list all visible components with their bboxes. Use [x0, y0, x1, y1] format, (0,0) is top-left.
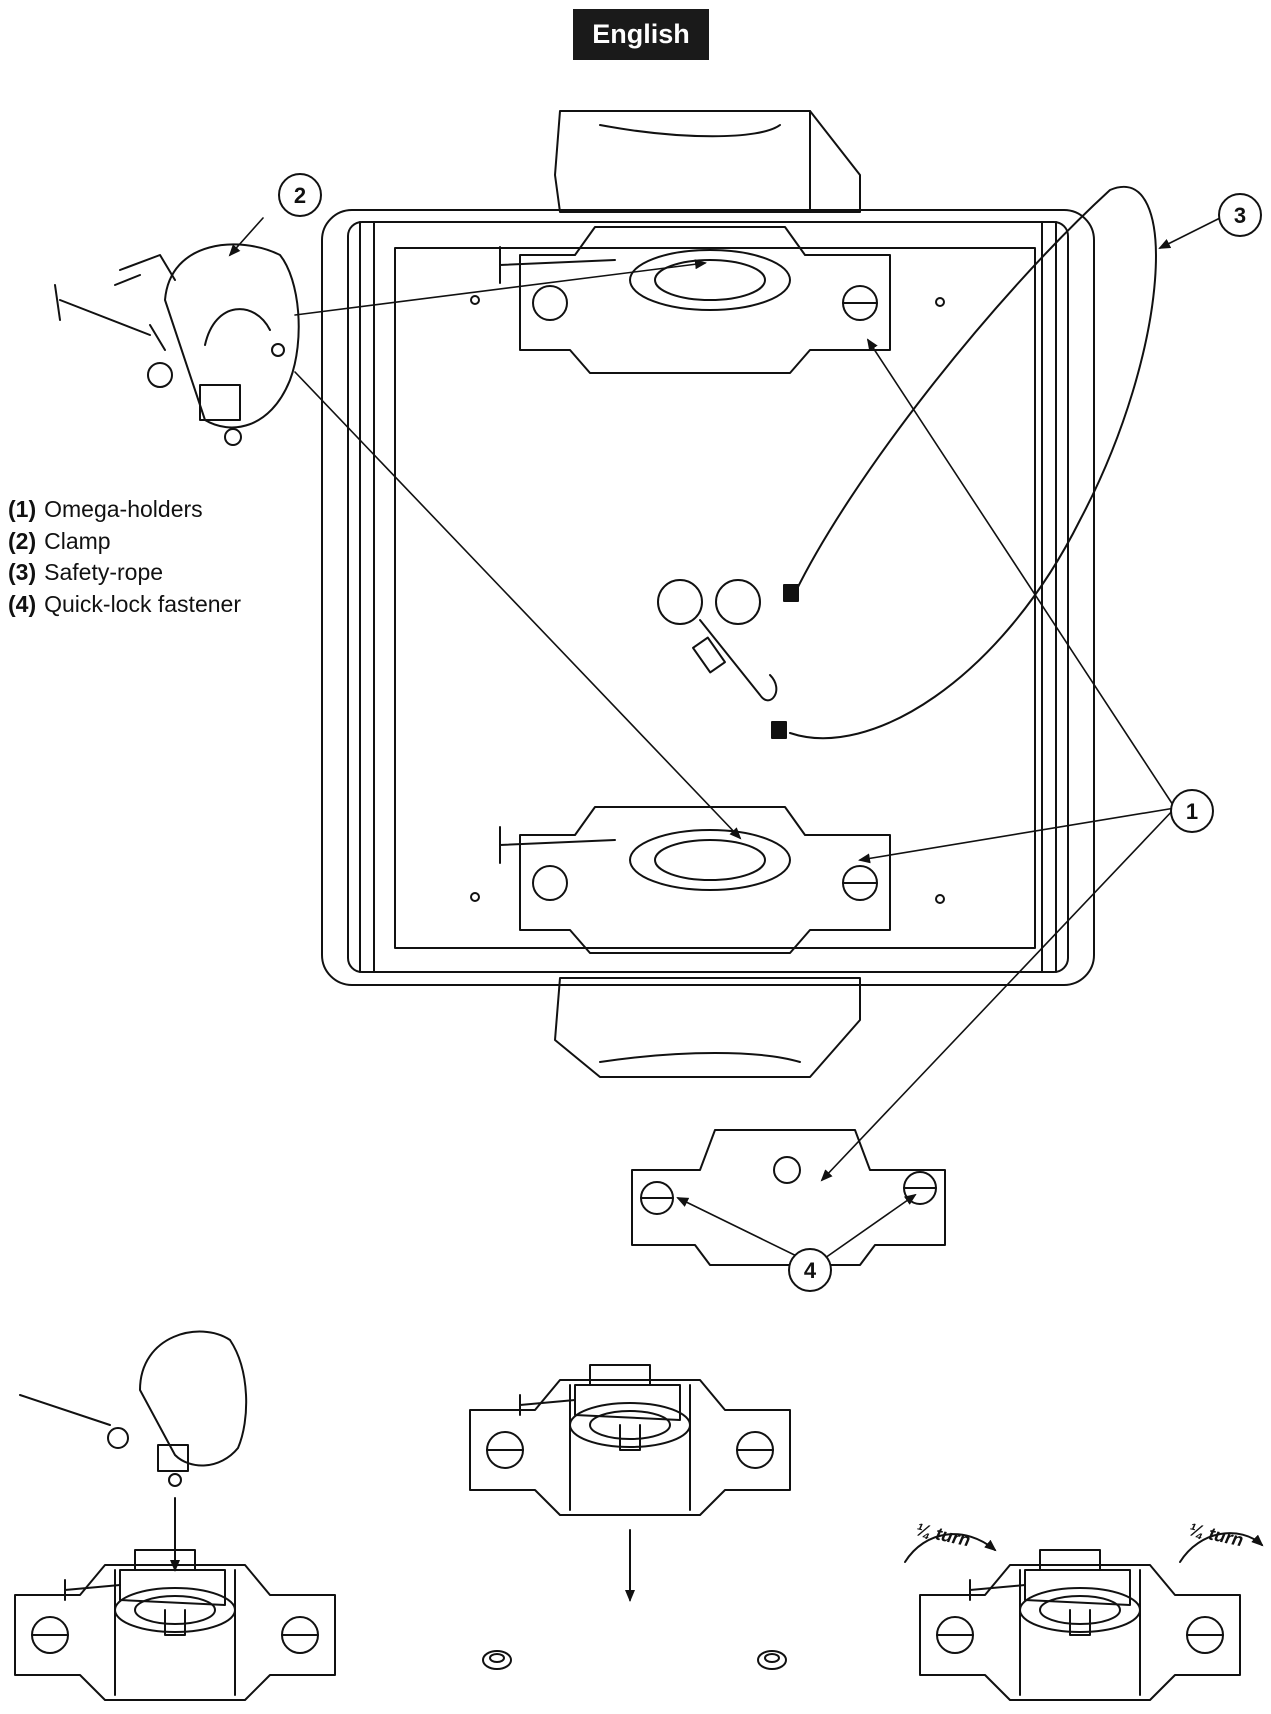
legend-label: Omega-holders — [44, 496, 203, 522]
svg-text:1: 1 — [1186, 799, 1198, 824]
legend-number: (2) — [8, 527, 37, 554]
callout-4: 4 — [788, 1248, 832, 1292]
turn-label-left: ¼ turn — [914, 1519, 972, 1550]
language-badge: English — [573, 9, 709, 60]
legend-item-clamp: (2) Clamp — [8, 526, 241, 558]
legend-number: (1) — [8, 496, 37, 522]
legend-item-quick-lock-fastener: (4) Quick-lock fastener — [8, 589, 241, 621]
step-clamp-to-bracket — [14, 1330, 336, 1701]
turn-label-right: ¼ turn — [1187, 1519, 1245, 1550]
legend-label: Safety-rope — [44, 559, 164, 585]
legend-item-omega-holders: (1) Omega-holders — [8, 494, 241, 526]
svg-text:3: 3 — [1234, 203, 1246, 228]
callout-1: 1 — [1170, 789, 1214, 833]
fixture-housing — [321, 110, 1095, 1078]
svg-text:2: 2 — [294, 183, 306, 208]
callout-3: 3 — [1218, 193, 1262, 237]
legend-number: (4) — [8, 590, 37, 617]
clamp-illustration — [54, 243, 300, 446]
legend-label: Quick-lock fastener — [44, 590, 241, 617]
svg-text:4: 4 — [804, 1258, 817, 1283]
legend-number: (3) — [8, 559, 37, 585]
omega-bracket-illustration — [631, 1129, 946, 1266]
legend: (1) Omega-holders (2) Clamp (3) Safety-rope… — [8, 494, 241, 620]
leader-lines — [228, 217, 1221, 1266]
callout-2: 2 — [278, 173, 322, 217]
safety-rope — [657, 186, 1157, 740]
step-quarter-turn-lock — [904, 1532, 1264, 1701]
legend-label: Clamp — [44, 527, 111, 554]
legend-item-safety-rope: (3) Safety-rope — [8, 557, 241, 589]
step-bracket-to-fixture — [469, 1364, 791, 1670]
